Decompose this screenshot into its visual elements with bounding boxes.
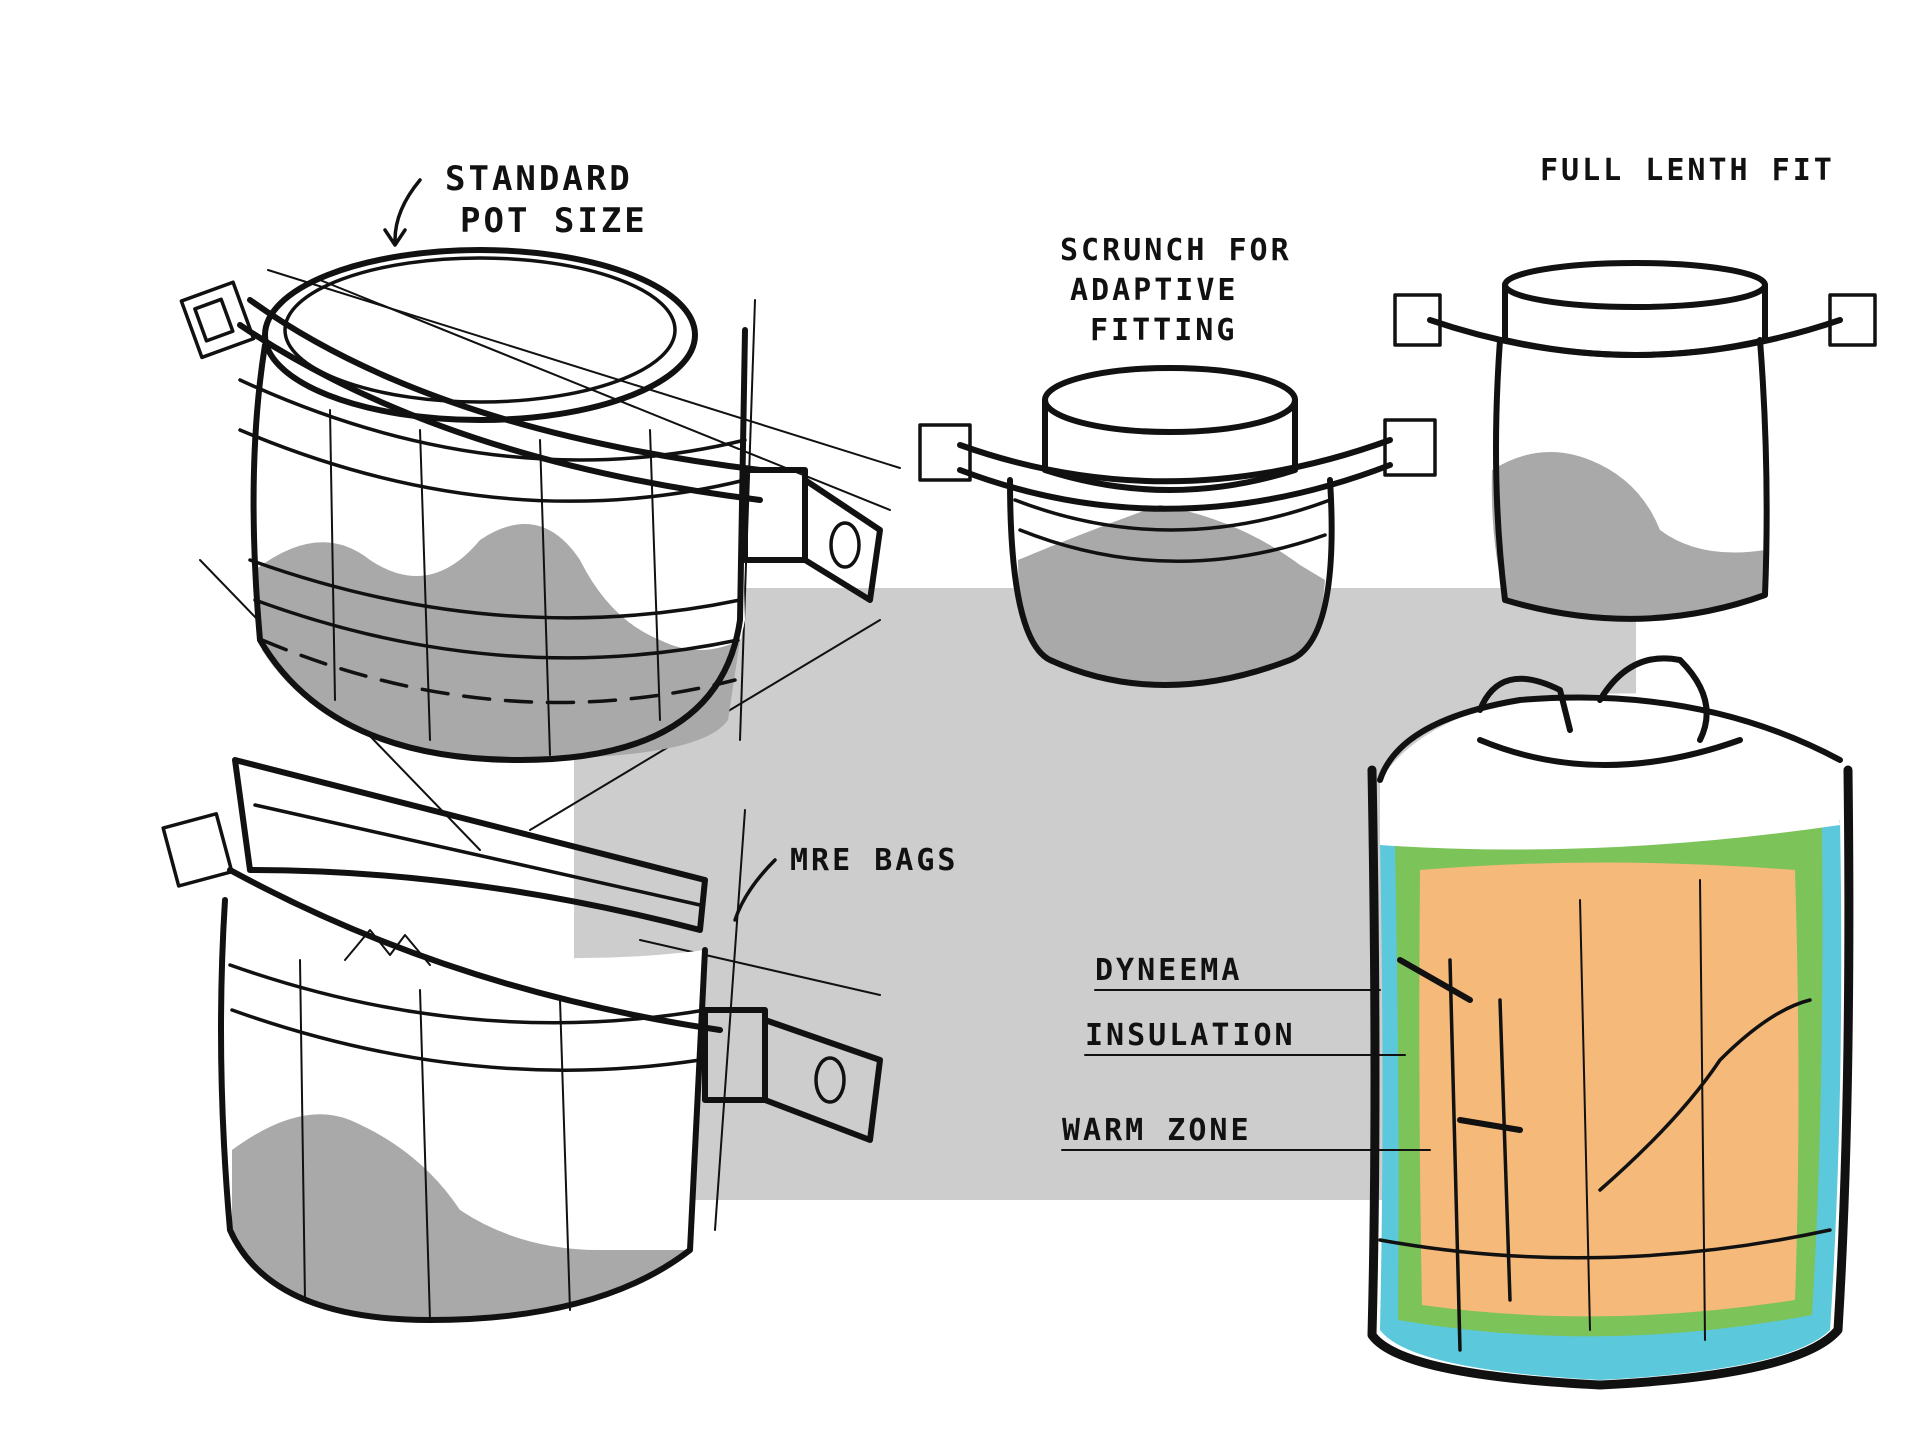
label-insulation: INSULATION <box>1084 1018 1406 1056</box>
mountain-logo-icon <box>344 929 431 966</box>
buckle-right-icon-3 <box>1383 418 1437 477</box>
buckle-right-icon-4 <box>1828 293 1877 347</box>
buckle-left-icon-4 <box>1393 293 1442 347</box>
sketch-layered-bag <box>1367 655 1854 1390</box>
buckle-right-icon-2 <box>702 1007 883 1143</box>
label-full-length-fit: FULL LENTH FIT <box>1540 153 1835 188</box>
svg-text:MRE BAGS: MRE BAGS <box>790 843 959 878</box>
pot-contents-shading <box>255 524 740 759</box>
svg-text:SCRUNCH FOR: SCRUNCH FOR <box>1060 233 1292 268</box>
buckle-left-icon-2 <box>161 812 234 888</box>
sketch-scrunch-cozy <box>918 365 1437 688</box>
warm-zone-layer <box>1419 862 1799 1317</box>
label-warm-zone: WARM ZONE <box>1061 1113 1431 1151</box>
svg-text:ADAPTIVE: ADAPTIVE <box>1070 273 1239 308</box>
sketch-standard-pot-cozy <box>179 247 901 851</box>
full-length-contents-shading <box>1491 452 1765 619</box>
svg-text:WARM ZONE: WARM ZONE <box>1062 1113 1252 1148</box>
buckle-left-icon-3 <box>918 423 972 482</box>
scrunch-contents-shading <box>1018 505 1325 687</box>
buckle-right-icon <box>742 467 883 603</box>
label-standard-pot-size: STANDARD POT SIZE <box>383 159 648 247</box>
svg-text:STANDARD: STANDARD <box>445 159 633 199</box>
sketch-full-length-cozy <box>1393 260 1877 622</box>
label-scrunch-adaptive-fitting: SCRUNCH FOR ADAPTIVE FITTING <box>1060 233 1292 348</box>
svg-text:DYNEEMA: DYNEEMA <box>1095 953 1242 988</box>
pot-strap <box>247 297 763 473</box>
svg-text:FITTING: FITTING <box>1090 313 1237 348</box>
buckle-left-icon <box>179 280 256 360</box>
svg-text:FULL LENTH FIT: FULL LENTH FIT <box>1540 153 1835 188</box>
svg-text:INSULATION: INSULATION <box>1085 1018 1296 1053</box>
svg-text:POT SIZE: POT SIZE <box>460 201 648 241</box>
label-mre-bags: MRE BAGS <box>733 843 959 922</box>
label-dyneema: DYNEEMA <box>1094 953 1381 991</box>
mre-contents-shading <box>232 1114 690 1320</box>
sketch-mre-bags-cozy <box>161 757 883 1323</box>
pot-rim <box>262 247 698 423</box>
